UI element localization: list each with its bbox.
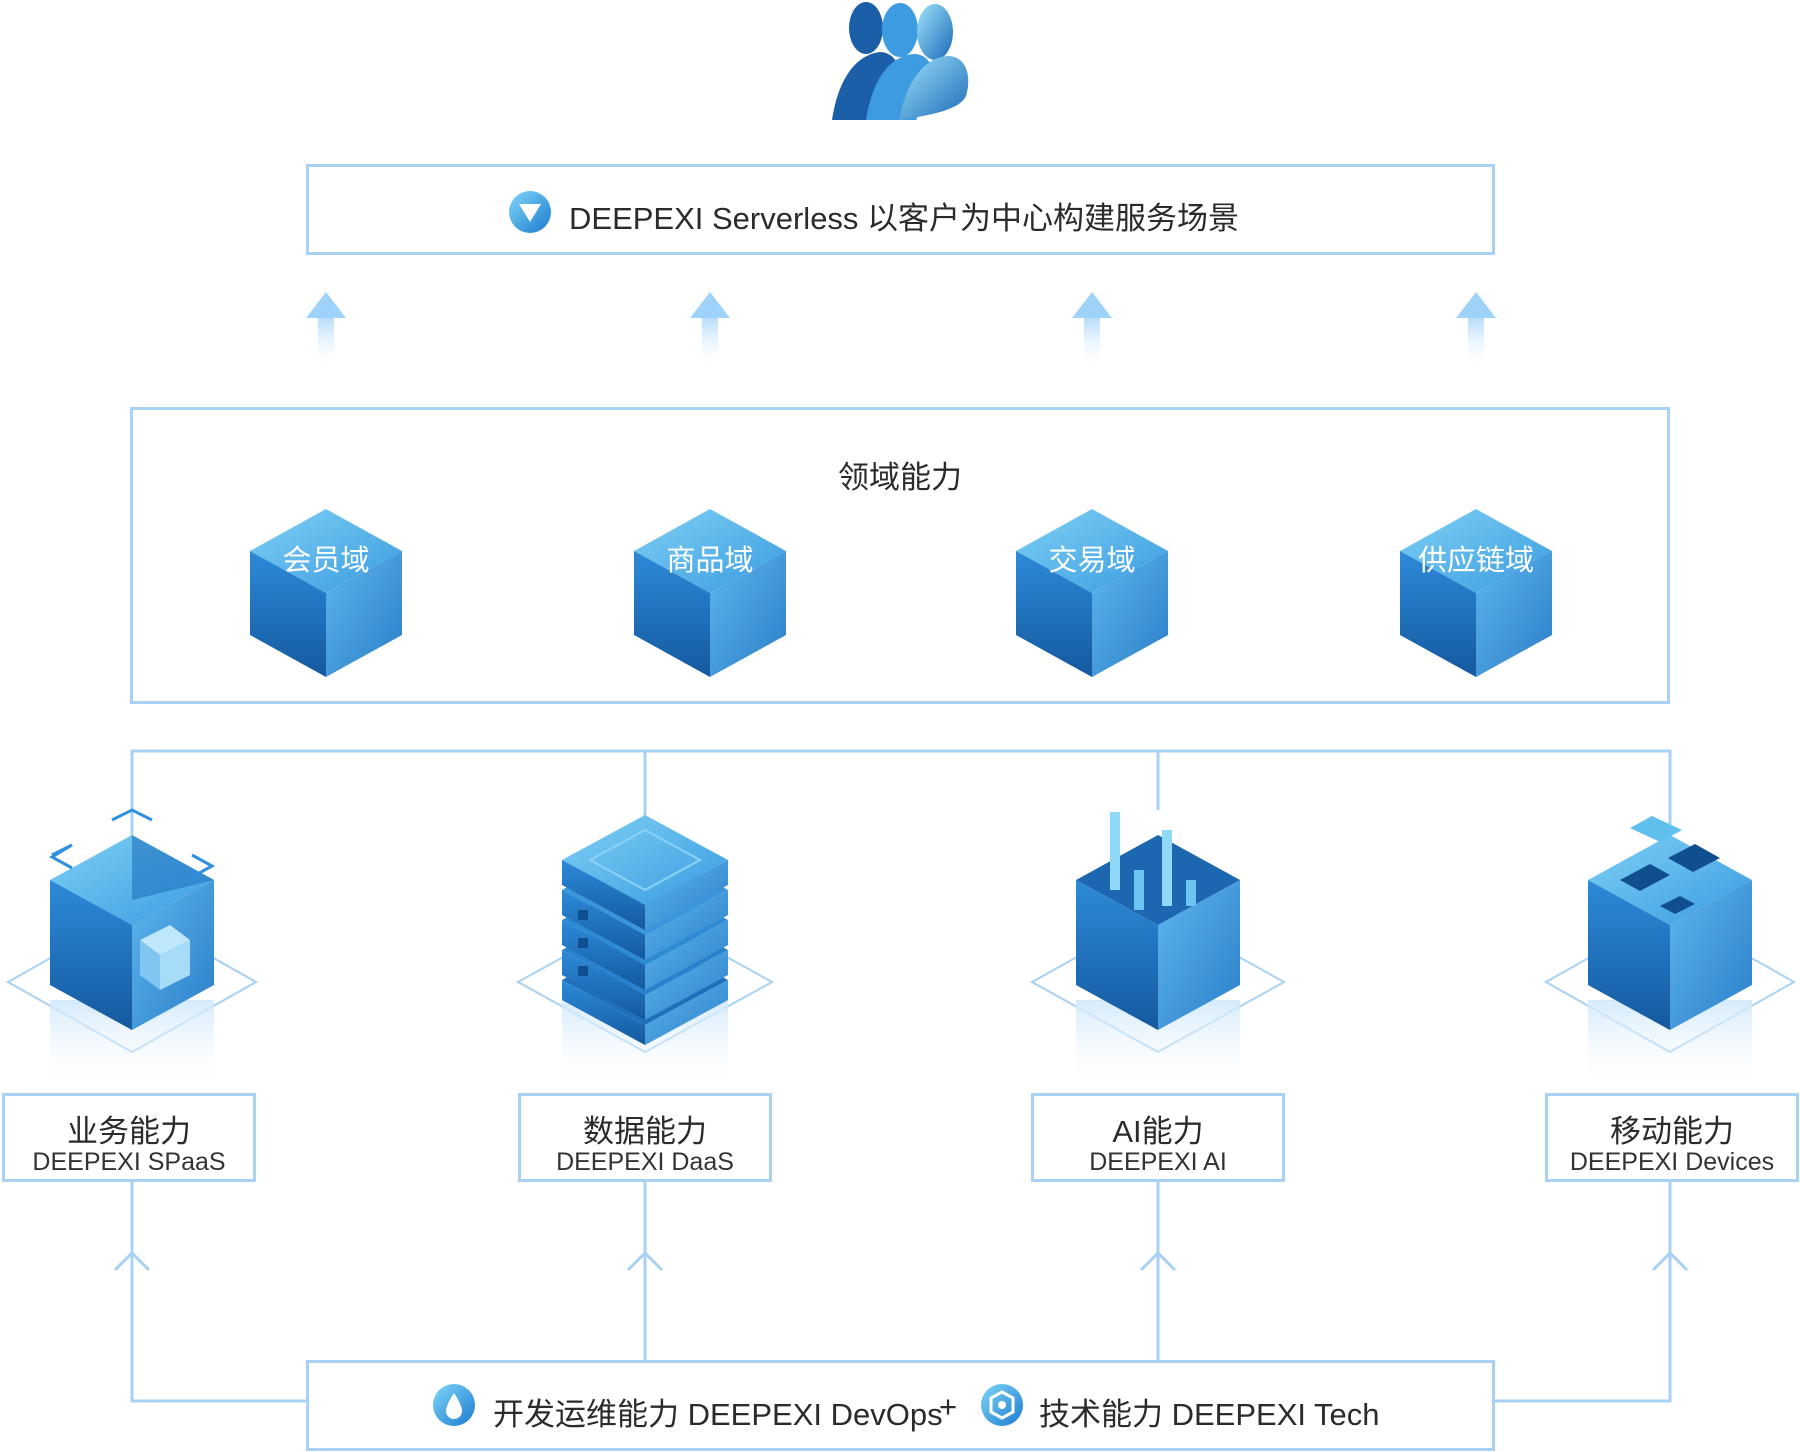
capability-name: AI能力 xyxy=(1112,1114,1204,1149)
capability-box-business: 业务能力 DEEPEXI SPaaS xyxy=(2,1093,256,1182)
data-server-icon xyxy=(515,815,775,1090)
domain-capability-title: 领域能力 xyxy=(838,460,962,495)
serverless-banner-text: DEEPEXI Serverless 以客户为中心构建服务场景 xyxy=(569,201,1240,236)
capability-box-mobile: 移动能力 DEEPEXI Devices xyxy=(1545,1093,1799,1182)
capability-product: DEEPEXI AI xyxy=(1089,1148,1227,1176)
domain-cube-4: 供应链域 xyxy=(1396,505,1556,680)
bottom-connectors xyxy=(113,1182,1689,1403)
devops-text: 开发运维能力 DEEPEXI DevOps xyxy=(493,1397,943,1432)
domain-cube-label: 会员域 xyxy=(282,545,370,577)
up-arrows xyxy=(306,292,1496,365)
capability-connectors xyxy=(130,749,1672,840)
domain-cube-label: 交易域 xyxy=(1048,545,1136,577)
capability-box-data: 数据能力 DEEPEXI DaaS xyxy=(518,1093,772,1182)
cube-icon xyxy=(1016,509,1168,677)
devops-icon xyxy=(433,1384,475,1426)
domain-cube-label: 商品域 xyxy=(666,545,754,577)
cube-icon xyxy=(250,509,402,677)
up-arrow-icon xyxy=(1072,292,1112,365)
users-icon xyxy=(832,2,969,120)
cube-icon xyxy=(1400,509,1552,677)
up-arrow-icon xyxy=(690,292,730,365)
tech-text: 技术能力 DEEPEXI Tech xyxy=(1039,1397,1380,1432)
capability-name: 数据能力 xyxy=(583,1114,707,1149)
serverless-banner: DEEPEXI Serverless 以客户为中心构建服务场景 xyxy=(306,164,1495,255)
domain-cube-label: 供应链域 xyxy=(1417,545,1534,577)
business-cube-icon xyxy=(5,808,259,1090)
capability-name: 移动能力 xyxy=(1610,1114,1734,1149)
ai-chart-cube-icon xyxy=(1029,812,1287,1090)
tech-icon xyxy=(981,1384,1023,1426)
deepexi-logo-icon xyxy=(509,191,551,233)
devops-tech-banner: 开发运维能力 DEEPEXI DevOps + 技术能力 DEEPEXI Tec… xyxy=(306,1360,1495,1451)
capability-product: DEEPEXI Devices xyxy=(1569,1148,1775,1176)
domain-capability-panel: 领域能力 xyxy=(130,407,1670,704)
capability-product: DEEPEXI SPaaS xyxy=(32,1148,226,1176)
up-arrow-icon xyxy=(306,292,346,365)
capability-product: DEEPEXI DaaS xyxy=(556,1148,734,1176)
up-arrow-icon xyxy=(1456,292,1496,365)
domain-cube-1: 会员域 xyxy=(246,505,406,680)
cube-icon xyxy=(634,509,786,677)
capability-name: 业务能力 xyxy=(67,1114,191,1149)
plus-sign: + xyxy=(939,1389,958,1424)
domain-cube-2: 商品域 xyxy=(630,505,790,680)
capability-box-ai: AI能力 DEEPEXI AI xyxy=(1031,1093,1285,1182)
mobile-cube-icon xyxy=(1543,816,1797,1090)
domain-cube-3: 交易域 xyxy=(1012,505,1172,680)
